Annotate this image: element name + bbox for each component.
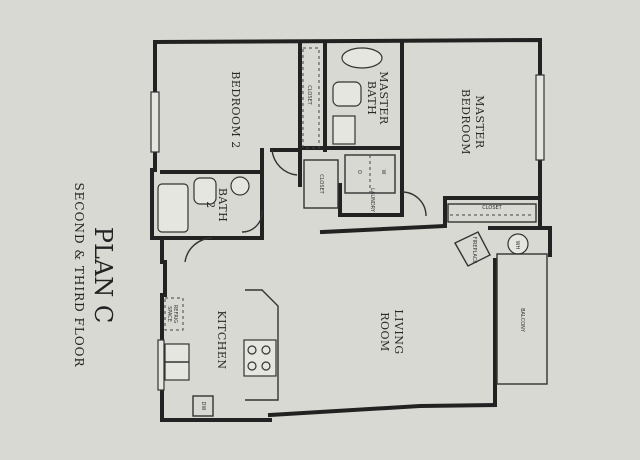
label-water-heater: WH bbox=[514, 241, 520, 250]
label-pantry-2: SPACE bbox=[166, 306, 172, 322]
closets bbox=[302, 47, 537, 223]
kitchen-fixtures bbox=[164, 289, 279, 417]
label-master-bath-1: MASTER bbox=[377, 71, 390, 125]
label-bath-2-1: BATH bbox=[216, 188, 229, 222]
doors bbox=[184, 149, 427, 263]
label-pantry-1: REFRIG bbox=[172, 305, 178, 323]
label-dryer: D bbox=[356, 170, 362, 174]
label-bedroom-2: BEDROOM 2 bbox=[229, 71, 242, 149]
label-bath-2-2: 2 bbox=[204, 201, 217, 209]
label-kitchen: KITCHEN bbox=[215, 310, 228, 369]
label-living-2: ROOM bbox=[378, 312, 391, 352]
fireplace-wh bbox=[454, 231, 529, 267]
interior-walls bbox=[160, 40, 542, 297]
label-dishwasher: DW bbox=[200, 402, 206, 411]
label-balcony: BALCONY bbox=[519, 308, 525, 333]
plan-subtitle: SECOND & THIRD FLOOR bbox=[72, 182, 86, 367]
label-closet-c: CLOSET bbox=[482, 205, 502, 211]
label-laundry: LAUNDRY bbox=[369, 188, 375, 213]
label-washer: W bbox=[380, 170, 386, 175]
label-closet-b: CLOSET bbox=[318, 174, 324, 194]
bath-fixtures bbox=[157, 47, 383, 233]
balcony bbox=[496, 253, 548, 385]
label-master-bedroom-1: MASTER bbox=[473, 95, 486, 149]
windows bbox=[150, 74, 545, 391]
plan-title: PLAN C bbox=[89, 227, 117, 323]
label-living-1: LIVING bbox=[392, 309, 405, 354]
label-closet-a: CLOSET bbox=[306, 85, 312, 105]
laundry-area bbox=[344, 154, 396, 194]
label-master-bath-2: BATH bbox=[365, 81, 378, 115]
label-fireplace: FIREPLACE bbox=[471, 237, 477, 264]
label-master-bedroom-2: BEDROOM bbox=[459, 89, 472, 155]
